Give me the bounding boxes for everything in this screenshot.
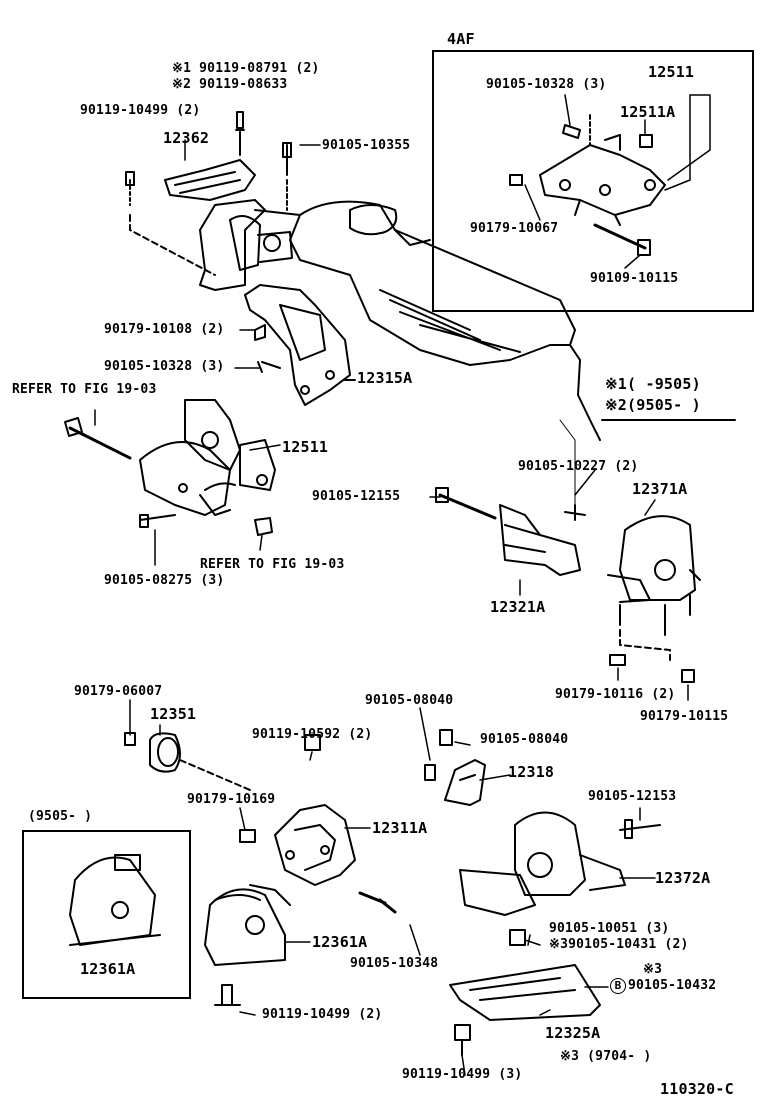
part-label: 12511 — [282, 438, 329, 456]
part-label: 90179-10067 — [470, 221, 559, 236]
part-label: 90105-10227 (2) — [518, 459, 639, 474]
part-label: 12362 — [163, 129, 210, 147]
plate-12325A-drawing — [449, 929, 601, 1056]
part-label: 12511A — [620, 103, 676, 121]
bracket-12311A-drawing — [239, 734, 356, 886]
note-3: ※3 (9704- ) — [560, 1049, 652, 1064]
mount-12371A-drawing — [607, 515, 701, 683]
mount-12361A-drawing — [204, 884, 397, 1006]
mount-12372A-drawing — [459, 811, 661, 916]
mount-12511-drawing — [64, 399, 276, 536]
part-label: 90119-10499 (3) — [402, 1067, 523, 1082]
mount-12362-drawing — [125, 111, 293, 291]
part-label: 12511 — [648, 63, 695, 81]
part-label: 90105-08275 (3) — [104, 573, 225, 588]
part-label: 90105-08040 — [365, 693, 454, 708]
part-label: ※3 — [643, 962, 663, 977]
reference-label: REFER TO FIG 19-03 — [12, 382, 157, 397]
inset-9505-title: (9505- ) — [28, 809, 93, 824]
part-label: 90105-12153 — [588, 789, 677, 804]
part-label: 90105-08040 — [480, 732, 569, 747]
part-label: 90109-10115 — [590, 271, 679, 286]
part-label: 12315A — [357, 369, 413, 387]
inset-9505-box — [22, 830, 191, 999]
part-label: 90179-10169 — [187, 792, 276, 807]
engine-block-drawing — [254, 200, 601, 441]
part-label: 90179-10108 (2) — [104, 322, 225, 337]
part-label: 90105-10328 (3) — [486, 77, 607, 92]
part-label: 90105-10328 (3) — [104, 359, 225, 374]
part-label: ※390105-10431 (2) — [549, 937, 689, 952]
part-label: 90179-10116 (2) — [555, 687, 676, 702]
part-label: 90119-10592 (2) — [252, 727, 373, 742]
note-2: ※2(9505- ) — [605, 396, 701, 414]
reference-b-marker: B — [610, 978, 626, 994]
part-label: 90179-06007 — [74, 684, 163, 699]
inset-4af-box — [432, 50, 754, 312]
part-label: 90105-10348 — [350, 956, 439, 971]
inset-mount-12361A-drawing — [69, 854, 161, 946]
part-label: 90105-12155 — [312, 489, 401, 504]
bracket-12315A-drawing — [244, 284, 356, 406]
figure-id: 110320-C — [660, 1080, 734, 1098]
part-number: 90105-10432 — [628, 978, 717, 993]
inset-4af-title: 4AF — [447, 30, 475, 48]
part-label: 12372A — [655, 869, 711, 887]
part-label: 12325A — [545, 1024, 601, 1042]
inset-4af-drawing — [509, 114, 666, 256]
bracket-12318-drawing — [424, 729, 486, 806]
part-label: 12361A — [312, 933, 368, 951]
part-label: 90105-10355 — [322, 138, 411, 153]
note-1: ※1( -9505) — [605, 375, 701, 393]
part-label: 90105-10051 (3) — [549, 921, 670, 936]
bracket-12321A-drawing — [435, 419, 586, 576]
reference-label: REFER TO FIG 19-03 — [200, 557, 345, 572]
part-label: 90119-10499 (2) — [80, 103, 201, 118]
part-label: 12318 — [508, 763, 555, 781]
leader-lines — [94, 94, 711, 1076]
part-label: ※2 90119-08633 — [172, 77, 288, 92]
part-label: 12361A — [80, 960, 136, 978]
part-label: 90119-10499 (2) — [262, 1007, 383, 1022]
part-label: 90179-10115 — [640, 709, 729, 724]
part-label: 12311A — [372, 819, 428, 837]
part-label: 12321A — [490, 598, 546, 616]
bushing-12351-drawing — [124, 732, 251, 791]
part-label: ※1 90119-08791 (2) — [172, 61, 320, 76]
part-label: 12371A — [632, 480, 688, 498]
part-label: 12351 — [150, 705, 197, 723]
